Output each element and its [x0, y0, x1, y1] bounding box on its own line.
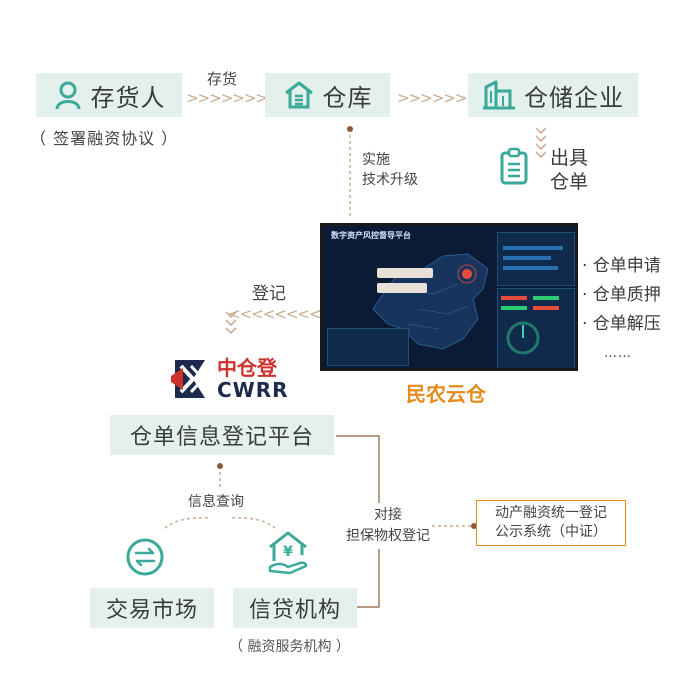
upgrade-line1: 实施 — [362, 152, 390, 168]
status-chip-green-2 — [501, 306, 527, 310]
unified-registry-line2: 公示系统（中证） — [495, 524, 607, 540]
register-arrow: <<<<<<<< — [228, 305, 322, 323]
connect-text: 对接 担保物权登记 — [346, 503, 430, 549]
cwrr-logo-cn: 中仓登 — [217, 356, 277, 380]
status-chip-red-2 — [533, 306, 559, 310]
gauge-image — [506, 321, 540, 355]
warehouse-label: 仓库 — [322, 83, 373, 112]
storage-company-label: 仓储企业 — [524, 83, 624, 112]
person-icon — [53, 80, 83, 110]
storage-down-arrow — [534, 126, 548, 158]
trade-market-node: 交易市场 — [90, 588, 214, 628]
unified-registry-line1: 动产融资统一登记 — [495, 505, 607, 521]
depositor-label: 存货人 — [90, 83, 166, 112]
unified-registry-connector — [432, 523, 477, 529]
cwrr-logo-mark — [171, 360, 206, 398]
dashboard-caption: 民农云仓 — [406, 382, 486, 406]
upgrade-line2: 技术升级 — [362, 172, 418, 188]
upgrade-text: 实施 技术升级 — [362, 150, 418, 190]
service-item-ellipsis: …… — [604, 346, 632, 361]
registry-platform-node: 仓单信息登记平台 — [110, 415, 334, 455]
right-top-bar-1 — [503, 246, 563, 250]
unified-registry-box: 动产融资统一登记 公示系统（中证） — [476, 500, 626, 546]
status-chip-green-1 — [533, 296, 559, 300]
clipboard-icon — [499, 147, 529, 185]
depositor-note: （ 签署融资协议 ） — [30, 129, 179, 148]
depositor-node: 存货人 — [36, 73, 182, 117]
dashboard-title: 数字资产风控督导平台 — [331, 231, 411, 240]
exchange-icon — [125, 537, 165, 577]
trade-market-label: 交易市场 — [105, 598, 198, 623]
map-alert-tag-1 — [377, 268, 433, 278]
svg-text:¥: ¥ — [283, 544, 293, 560]
issue-receipt-text: 出具 仓单 — [550, 146, 588, 194]
issue-receipt-line1: 出具 — [550, 147, 589, 169]
connect-line1: 对接 — [374, 507, 402, 523]
registry-platform-label: 仓单信息登记平台 — [129, 425, 314, 450]
service-item: · 仓单解压 — [582, 314, 661, 334]
storage-company-node: 仓储企业 — [468, 73, 638, 117]
credit-institution-label: 信贷机构 — [248, 598, 341, 623]
warehouse-icon — [283, 79, 315, 111]
credit-institution-node: 信贷机构 — [233, 588, 357, 628]
cwrr-logo-en: CWRR — [217, 378, 289, 402]
status-chip-red-1 — [501, 296, 527, 300]
info-query-label: 信息查询 — [188, 494, 244, 510]
warehouse-to-storage-arrow: >>>>>>> — [397, 89, 479, 107]
deposit-arrow: >>>>>>>> — [186, 89, 280, 107]
bank-icon: ¥ — [266, 529, 310, 575]
building-icon — [482, 79, 516, 111]
map-alert-tag-2 — [377, 283, 427, 293]
service-item: · 仓单质押 — [582, 285, 661, 305]
cwrr-logo: 中仓登 CWRR — [165, 356, 289, 402]
dashboard-screenshot: 数字资产风控督导平台 — [320, 223, 578, 371]
credit-institution-note: （ 融资服务机构 ） — [229, 639, 350, 655]
register-down-arrow — [224, 310, 238, 338]
right-top-bar-3 — [503, 266, 558, 270]
deposit-label: 存货 — [207, 70, 238, 88]
upgrade-connector — [346, 125, 354, 220]
warehouse-node: 仓库 — [265, 73, 390, 117]
service-item: · 仓单申请 — [582, 256, 661, 276]
issue-receipt-line2: 仓单 — [550, 171, 589, 193]
dashboard-left-table — [327, 328, 409, 366]
info-query-connector — [164, 463, 276, 529]
connect-line2: 担保物权登记 — [346, 528, 430, 544]
services-list: · 仓单申请 · 仓单质押 · 仓单解压 …… — [582, 252, 661, 368]
right-top-bar-2 — [503, 256, 551, 260]
register-label: 登记 — [252, 284, 286, 304]
